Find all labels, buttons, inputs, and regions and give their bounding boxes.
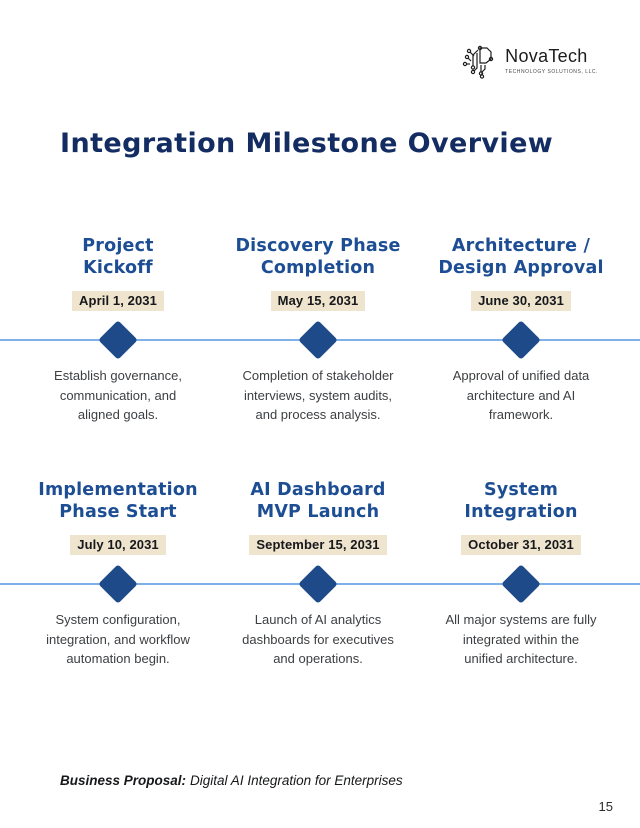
- timeline-row-1: Project Kickoff April 1, 2031 Establish …: [0, 236, 640, 451]
- page-title: Integration Milestone Overview: [60, 128, 554, 159]
- milestone-description: Establish governance, communication, and…: [54, 368, 182, 422]
- timeline-row-2: Implementation Phase Start July 10, 2031…: [0, 480, 640, 695]
- diamond-marker: [298, 564, 338, 604]
- milestone-ai-dashboard-launch: AI Dashboard MVP Launch September 15, 20…: [213, 480, 423, 666]
- milestone-title: AI Dashboard MVP Launch: [250, 480, 386, 522]
- diamond-marker: [501, 320, 541, 360]
- milestone-title: Discovery Phase Completion: [235, 236, 401, 278]
- footer-label: Business Proposal:: [60, 773, 187, 788]
- diamond-marker: [98, 564, 138, 604]
- page-number: 15: [598, 799, 613, 814]
- milestone-description: Completion of stakeholder interviews, sy…: [242, 368, 394, 422]
- milestone-title: Architecture / Design Approval: [438, 236, 604, 278]
- milestone-date: May 15, 2031: [270, 291, 366, 311]
- milestone-date: October 31, 2031: [461, 535, 581, 555]
- diamond-marker: [98, 320, 138, 360]
- milestone-project-kickoff: Project Kickoff April 1, 2031 Establish …: [13, 236, 223, 422]
- diamond-marker: [501, 564, 541, 604]
- milestone-title: System Integration: [464, 480, 578, 522]
- footer-proposal-line: Business Proposal:Digital AI Integration…: [60, 773, 403, 788]
- milestone-discovery-phase: Discovery Phase Completion May 15, 2031 …: [213, 236, 423, 422]
- diamond-marker: [298, 320, 338, 360]
- milestone-title: Implementation Phase Start: [38, 480, 198, 522]
- milestone-architecture-approval: Architecture / Design Approval June 30, …: [416, 236, 626, 422]
- milestone-date: September 15, 2031: [249, 535, 387, 555]
- milestone-description: System configuration, integration, and w…: [46, 612, 190, 666]
- milestone-implementation-start: Implementation Phase Start July 10, 2031…: [13, 480, 223, 666]
- company-logo: NovaTech TECHNOLOGY SOLUTIONS, LLC.: [460, 42, 598, 80]
- milestone-date: July 10, 2031: [70, 535, 166, 555]
- milestone-system-integration: System Integration October 31, 2031 All …: [416, 480, 626, 666]
- milestone-description: Launch of AI analytics dashboards for ex…: [242, 612, 394, 666]
- milestone-date: June 30, 2031: [471, 291, 571, 311]
- logo-tagline: TECHNOLOGY SOLUTIONS, LLC.: [505, 68, 598, 75]
- milestone-description: All major systems are fully integrated w…: [445, 612, 597, 666]
- milestone-description: Approval of unified data architecture an…: [452, 368, 590, 422]
- logo-name: NovaTech: [505, 46, 588, 67]
- milestone-date: April 1, 2031: [72, 291, 164, 311]
- footer-text: Digital AI Integration for Enterprises: [190, 773, 403, 788]
- milestone-title: Project Kickoff: [82, 236, 154, 278]
- circuit-board-icon: [460, 42, 498, 80]
